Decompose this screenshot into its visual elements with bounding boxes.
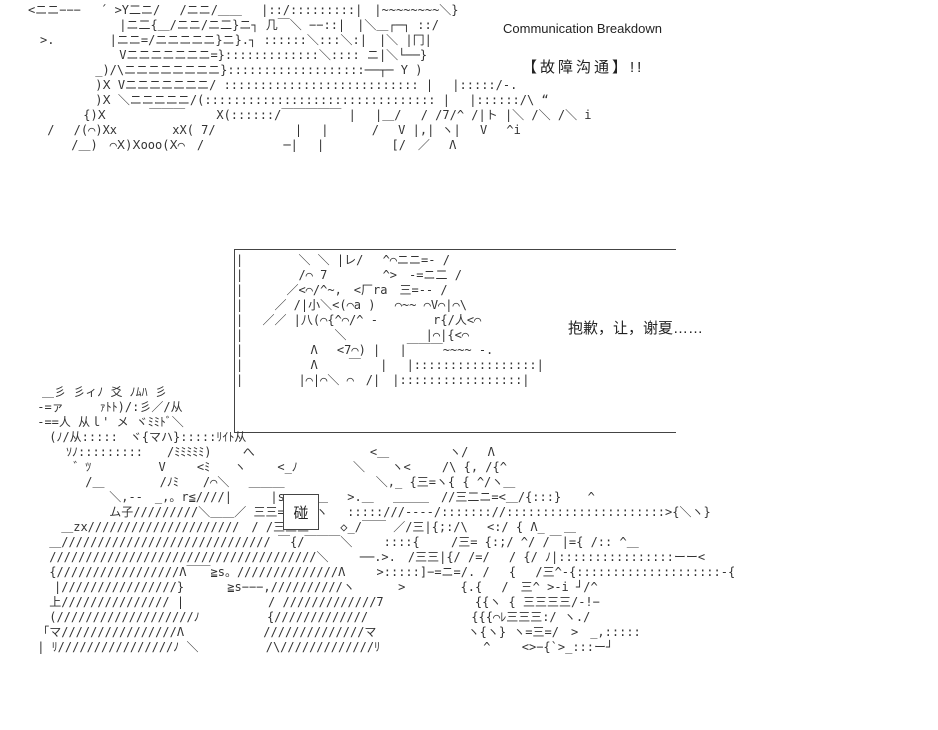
panel-frame <box>234 249 676 433</box>
ascii-art-top-scene: <ニニ−−− ´ >Y二ニ/ /ニニ/＿＿ |::/:::::::::| |~~… <box>28 3 592 152</box>
impact-sound-effect-box: 碰 <box>283 494 319 530</box>
ascii-art-character-hair: ＿彡 彡ィﾉ 爻 ﾉﾑﾊ 彡 -=ァ ｧﾄﾄ)/:彡／/从 -==人 从ｌ' メ… <box>37 385 247 444</box>
caption-chinese-title: 【故障沟通】!! <box>522 59 645 76</box>
caption-english-title: Communication Breakdown <box>503 21 662 36</box>
ascii-art-bottom-scene: ｿﾉ::::::::: /ﾐﾐﾐﾐﾐ) へ <＿ ヽ/ Λ ゛ﾂ V <ﾐ ヽ … <box>37 445 736 654</box>
ascii-art-panel-scene: | ＼ ＼ |レ/ ^⌒ニニ=- / | /⌒ 7 ^> -=ニ二 / | ／<… <box>236 253 544 387</box>
caption-apology-dialogue: 抱歉，让，谢夏…… <box>568 320 704 337</box>
